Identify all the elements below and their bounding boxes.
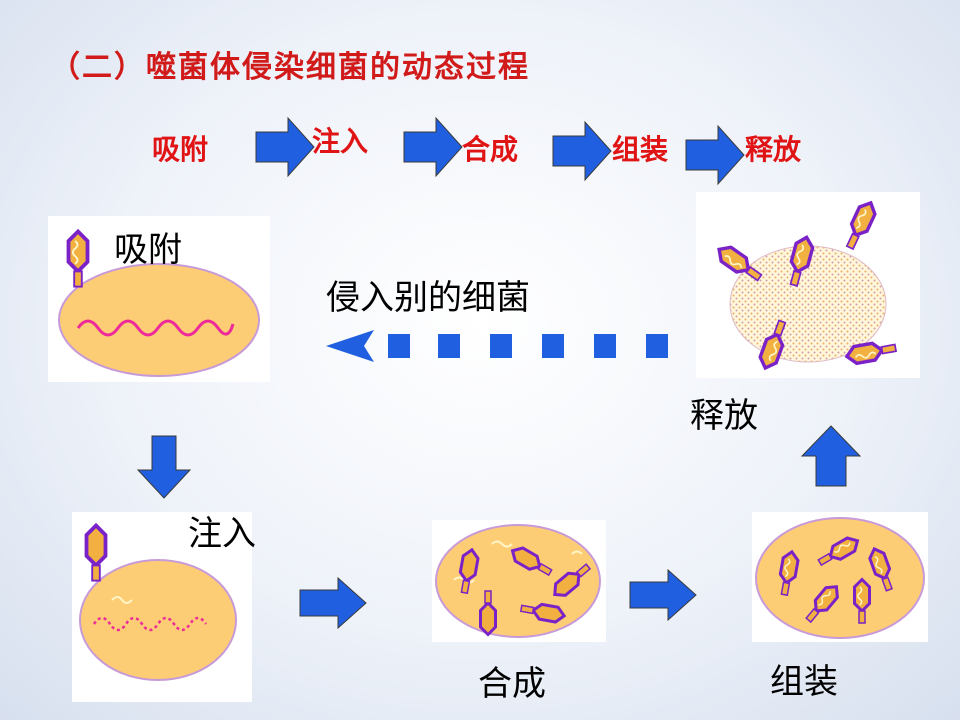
- stage-assembly-panel: [752, 512, 928, 642]
- phage-icon: [840, 197, 881, 253]
- flow-arrow-2: [403, 116, 463, 178]
- reinfect-label: 侵入别的细菌: [326, 278, 530, 318]
- arrow-right-1: [299, 576, 367, 630]
- stage-synthesis-panel: [432, 520, 606, 642]
- stage-injection-panel: [72, 512, 252, 702]
- flow-arrow-1: [255, 116, 315, 178]
- stage-adsorption-panel: 吸附: [48, 216, 270, 382]
- stage-injection-label: 注入: [188, 514, 256, 554]
- stage-release-label: 释放: [690, 396, 758, 436]
- phage-icon: [84, 523, 108, 583]
- bacterium-injection: [79, 523, 237, 681]
- reinfect-dashed-arrow: [326, 330, 668, 362]
- flow-arrow-4: [685, 124, 745, 186]
- arrow-down: [136, 435, 192, 499]
- flow-step-release: 释放: [745, 133, 802, 166]
- stage-synthesis-label: 合成: [478, 664, 546, 704]
- flow-step-injection: 注入: [312, 125, 369, 158]
- stage-adsorption-label: 吸附: [114, 230, 182, 270]
- bacterium-adsorption: [58, 229, 260, 377]
- page-title: （二）噬菌体侵染细菌的动态过程: [50, 50, 530, 85]
- flow-step-adsorption: 吸附: [152, 133, 209, 166]
- flow-step-synthesis: 合成: [462, 133, 519, 166]
- stage-release-panel: [696, 192, 920, 378]
- bacterium-assembly: [755, 517, 925, 639]
- flow-step-assembly: 组装: [612, 133, 669, 166]
- stage-assembly-label: 组装: [770, 662, 838, 702]
- arrow-right-2: [629, 568, 697, 622]
- bacterium-synthesis: [435, 524, 601, 638]
- bacterium-release: [712, 197, 899, 373]
- phage-icon: [66, 229, 90, 289]
- flow-arrow-3: [552, 120, 612, 182]
- arrow-up: [800, 425, 862, 487]
